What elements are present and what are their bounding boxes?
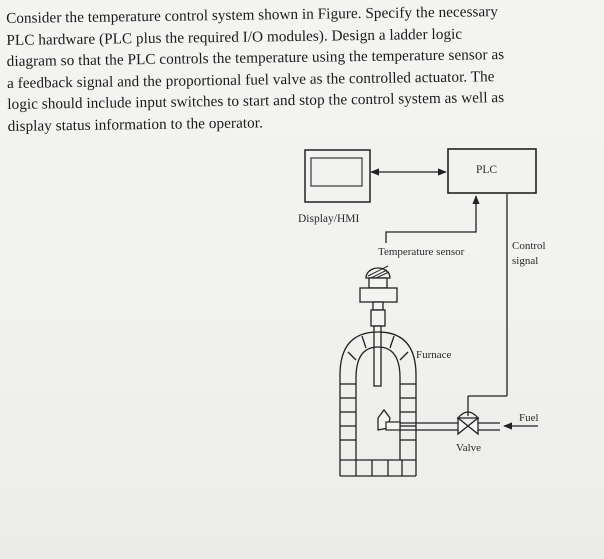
display-hmi-label: Display/HMI: [298, 213, 360, 225]
furnace: [339, 331, 417, 477]
plc-label: PLC: [476, 164, 497, 176]
valve-label: Valve: [456, 442, 481, 454]
furnace-label: Furnace: [416, 349, 452, 361]
display-hmi-block: [304, 149, 371, 203]
control-signal-label-2: signal: [512, 255, 538, 267]
fuel-pipe: [400, 422, 500, 431]
temperature-sensor-label: Temperature sensor: [378, 246, 465, 258]
plc-block: [447, 148, 537, 194]
valve-icon: [457, 416, 479, 436]
burner: [377, 408, 401, 431]
sensor-label-bg: [374, 243, 482, 259]
temperature-sensor: [359, 265, 398, 387]
fuel-label: Fuel: [519, 412, 539, 424]
control-signal-label-1: Control: [512, 240, 546, 252]
